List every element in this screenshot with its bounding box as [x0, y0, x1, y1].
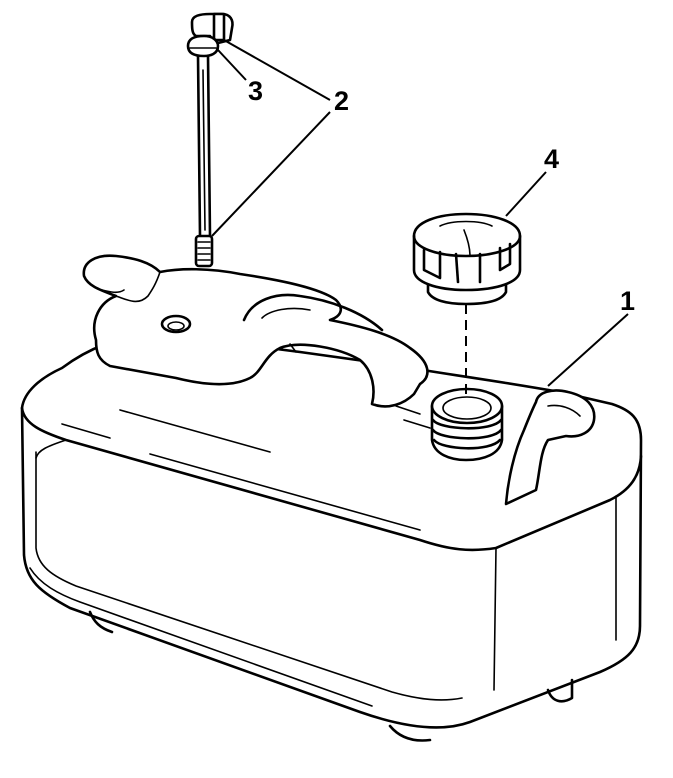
callout-1: 1 [620, 286, 635, 316]
leader-lines [211, 39, 629, 396]
callouts: 1 2 3 4 [248, 76, 635, 316]
tank-handle [82, 254, 429, 408]
leader-4 [505, 171, 547, 217]
filler-cap [412, 212, 522, 306]
fuel-gauge-assembly [186, 12, 234, 268]
filler-neck [430, 387, 504, 462]
callout-3: 3 [248, 76, 263, 106]
leader-3 [217, 49, 247, 81]
leader-1 [547, 313, 629, 387]
callout-4: 4 [544, 144, 559, 174]
leader-2-lower [211, 111, 331, 237]
callout-2: 2 [334, 86, 349, 116]
leader-2-upper [223, 39, 331, 101]
rear-boss [504, 389, 596, 506]
